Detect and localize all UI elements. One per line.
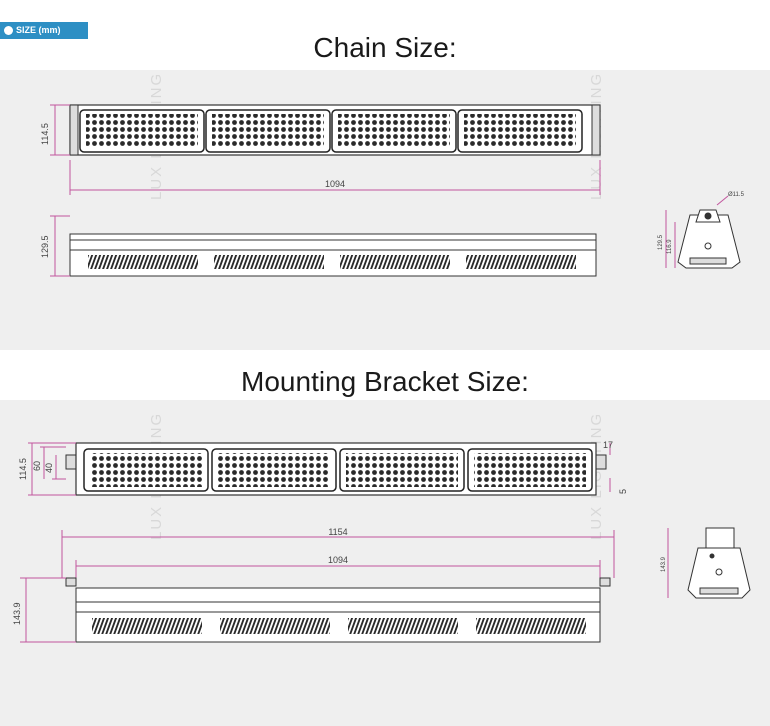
mount-top-dimensions [28,442,611,496]
mount-side-height-dimension [20,577,76,643]
led-module [457,109,583,153]
chain-size-title: Chain Size: [313,32,457,63]
led-module [339,448,465,492]
chain-side-height-dimension [50,215,70,277]
size-tag: SIZE (mm) [0,22,88,39]
mount-total-length-dimension [61,530,615,578]
chain-end-116-label: 116.9 [667,239,673,254]
mount-60-label: 60 [32,461,42,471]
chain-length-dimension [69,160,601,195]
mount-17-label: 17 [603,440,613,450]
led-module [211,448,337,492]
mount-top-height-label: 114.5 [18,458,28,480]
led-module [331,109,457,153]
size-tag-label: SIZE (mm) [16,25,61,35]
chain-side-height-label: 129.5 [40,235,50,258]
chain-top-height-dimension [50,104,70,156]
mounting-bracket-title: Mounting Bracket Size: [241,366,529,397]
chain-end-129-label: 129.5 [658,234,664,250]
chain-end-view [677,209,741,269]
mount-side-view [65,577,611,643]
mount-end-height-label: 143.9 [661,556,667,572]
led-module [83,448,209,492]
led-module [205,109,331,153]
mount-total-length-label: 1154 [328,527,347,537]
chain-end-hole-label: Ø11.5 [728,192,745,198]
chain-top-view [69,104,601,156]
led-module [79,109,205,153]
led-module [467,448,593,492]
arrow-circle-icon [4,26,13,35]
mount-side-height-label: 143.9 [12,602,22,625]
mount-5-label: 5 [618,489,628,494]
mount-40-label: 40 [44,463,54,473]
chain-top-height-label: 114.5 [40,123,50,145]
chain-length-label: 1094 [325,179,345,189]
mount-end-view [687,527,751,599]
chain-end-dimension [665,195,729,268]
mount-top-view [65,442,607,496]
chain-side-view [69,233,597,277]
mount-body-length-label: 1094 [328,555,348,565]
